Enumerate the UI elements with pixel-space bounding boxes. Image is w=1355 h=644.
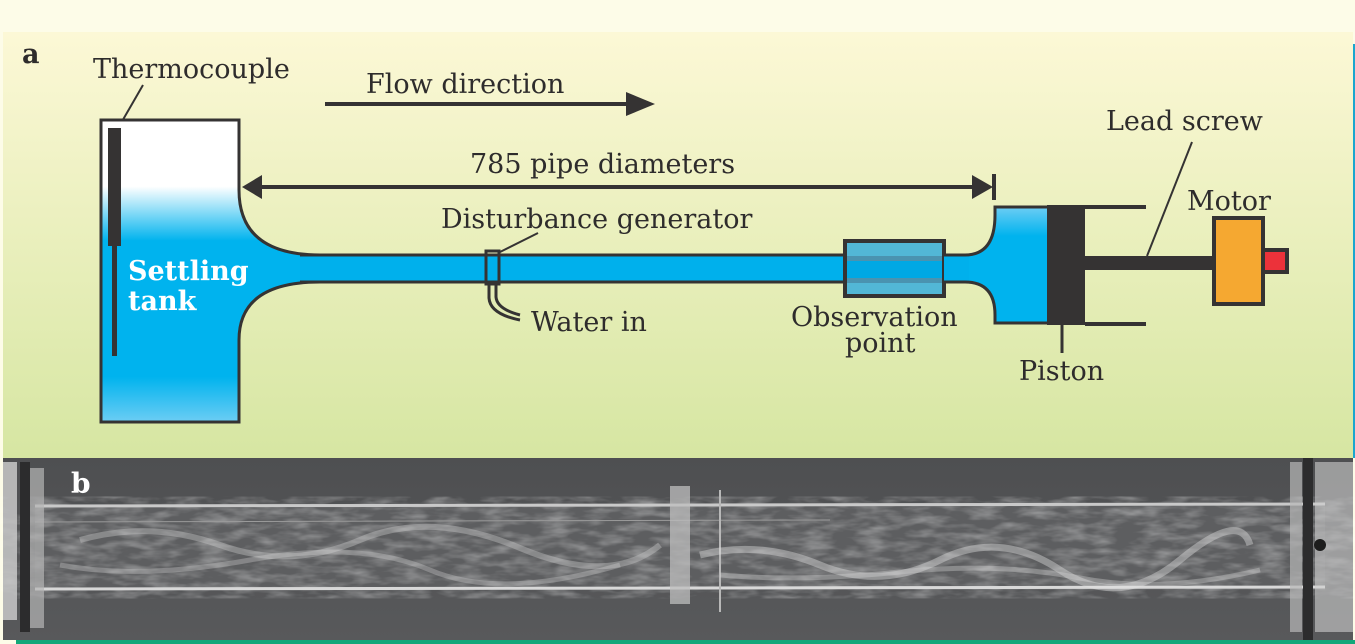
lead-screw-leader	[1146, 141, 1193, 257]
flow-direction-label: Flow direction	[366, 69, 564, 100]
motor-shaft-cap	[1261, 248, 1289, 274]
disturbance-generator-label: Disturbance generator	[441, 204, 752, 235]
observation-section	[843, 239, 946, 298]
panel-b-photograph	[3, 458, 1353, 640]
bottom-accent-bar	[16, 640, 1355, 644]
thermocouple-wire	[112, 246, 117, 356]
distance-label: 785 pipe diameters	[470, 149, 735, 180]
thermocouple-label: Thermocouple	[93, 54, 290, 85]
observation-point-label-line2: point	[845, 328, 916, 359]
disturbance-generator	[484, 249, 501, 286]
panel-b-letter: b	[71, 467, 91, 500]
lead-screw-label: Lead screw	[1106, 106, 1263, 137]
panel-a-letter: a	[22, 39, 40, 70]
motor-label: Motor	[1187, 186, 1271, 217]
flow-direction-arrow-icon	[325, 92, 655, 116]
settling-tank-label-line1: Settling	[128, 256, 249, 287]
piston	[1047, 205, 1085, 325]
piston-label: Piston	[1019, 356, 1104, 387]
settling-tank-label-line2: tank	[128, 286, 198, 317]
water-inlet-tube-icon	[487, 284, 521, 322]
thermocouple-probe	[108, 128, 121, 246]
top-margin	[0, 0, 1355, 32]
motor-body	[1212, 216, 1265, 306]
disturbance-generator-leader	[497, 232, 539, 254]
observation-point-label-line1: Observation	[791, 302, 958, 333]
pipe	[300, 256, 845, 281]
side-accent-bar	[1353, 44, 1355, 458]
water-in-label: Water in	[531, 307, 647, 338]
lead-screw	[1085, 256, 1215, 270]
distance-arrow-icon	[242, 174, 996, 200]
